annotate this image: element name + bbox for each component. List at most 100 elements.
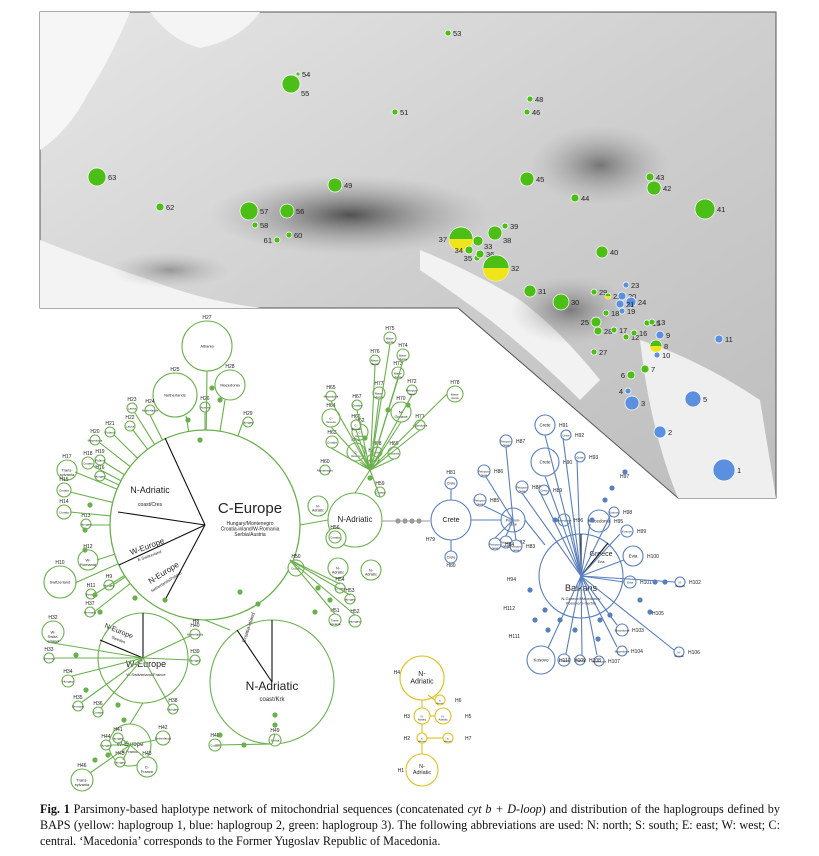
haplotype-id-H74: H74 bbox=[398, 343, 407, 349]
haplotype-node-text-H69: Albania bbox=[389, 452, 399, 456]
site-label-48-line: 48 bbox=[535, 95, 543, 104]
haplotype-id-H85: H85 bbox=[490, 498, 499, 504]
haplotype-id-H44-line: H44 bbox=[101, 734, 110, 740]
haplotype-id-H68-line: H68 bbox=[372, 441, 381, 447]
haplotype-node-text-crete-s1-line: Crete bbox=[447, 482, 456, 486]
haplotype-id-H34: H34 bbox=[63, 669, 72, 675]
network-edge bbox=[355, 429, 371, 471]
network-edge bbox=[580, 515, 611, 577]
haplotype-node-text-H68: Serbia bbox=[373, 451, 382, 455]
network-edge bbox=[94, 575, 125, 595]
site-label-60-line: 60 bbox=[294, 231, 302, 240]
haplotype-id-H8: H8 bbox=[193, 619, 200, 625]
haplotype-node-text-H59-line: Croatia bbox=[375, 491, 385, 495]
haplotype-id-H45: H45 bbox=[115, 751, 124, 757]
haplotype-node-H35 bbox=[72, 700, 84, 712]
haplotype-node-text-nadr-sat-0-line: N- bbox=[316, 505, 321, 509]
sea-west bbox=[40, 12, 130, 150]
network-edge bbox=[74, 563, 119, 584]
haplotype-node-text-H52-line: Hungary bbox=[349, 620, 361, 624]
network-edge bbox=[289, 559, 356, 616]
haplotype-node-text-H66: C-Greece bbox=[351, 424, 361, 431]
haplotype-id-H84: H84 bbox=[505, 542, 514, 548]
haplotype-id-H54-line: H54 bbox=[335, 577, 344, 583]
haplotype-id-H99: H99 bbox=[637, 529, 646, 535]
haplotype-id-H60: H60 bbox=[320, 459, 329, 465]
haplotype-node-text-H27-line: Albania bbox=[200, 344, 214, 349]
network-edge bbox=[369, 458, 395, 471]
site-label-15: 15 bbox=[652, 319, 660, 328]
haplotype-id-H75: H75 bbox=[385, 326, 394, 332]
network-edge bbox=[580, 575, 675, 651]
site-label-4: 4 bbox=[619, 387, 623, 396]
haplotype-id-H64-line: H64 bbox=[326, 403, 335, 409]
median-vector bbox=[602, 497, 608, 503]
network-edge bbox=[299, 519, 329, 526]
haplotype-id-H52-line: H52 bbox=[350, 609, 359, 615]
median-vector bbox=[662, 579, 668, 585]
haplotype-node-text-H77-line: donia bbox=[375, 395, 383, 399]
site-label-28: 28 bbox=[604, 327, 612, 336]
haplotype-id-H40-line: H40 bbox=[190, 623, 199, 629]
haplotype-id-H56-line: H56 bbox=[330, 525, 339, 531]
network-edge bbox=[369, 429, 421, 471]
site-label-61: 61 bbox=[264, 236, 272, 245]
haplotype-id-H106-line: H106 bbox=[688, 650, 700, 656]
haplotype-node-H106 bbox=[673, 646, 685, 658]
haplotype-node-text-H107: Macedonia bbox=[592, 660, 607, 664]
haplotype-id-H71: H71 bbox=[415, 414, 424, 420]
haplotype-id-H66: H66 bbox=[351, 414, 360, 420]
site-marker-34 bbox=[464, 245, 474, 255]
haplotype-node-H43 bbox=[136, 756, 158, 778]
site-marker-6 bbox=[626, 370, 636, 380]
haplotype-id-H26: H26 bbox=[200, 396, 209, 402]
haplotype-node-text-H93: Crete bbox=[576, 456, 584, 460]
network-edge bbox=[547, 575, 582, 649]
haplotype-id-H24-line: H24 bbox=[145, 399, 154, 405]
haplotype-node-text-H109: Kosovo bbox=[559, 659, 569, 663]
haplotype-node-text-H74-line: Mace- bbox=[399, 354, 407, 358]
haplotype-node-text-H86-line: Pelopon- bbox=[478, 470, 490, 474]
haplotype-node-H98 bbox=[608, 506, 620, 518]
haplotype-node-text-H102-line: N- bbox=[678, 581, 681, 585]
haplotype-id-H69: H69 bbox=[389, 441, 398, 447]
haplotype-node-text-H107-line: Macedonia bbox=[592, 660, 607, 664]
haplotype-node-text-H102-line: Greece bbox=[675, 584, 685, 588]
haplotype-node-text-H63: Croatia bbox=[327, 441, 337, 445]
median-vector bbox=[607, 612, 613, 618]
median-vector bbox=[532, 617, 538, 623]
site-marker-48 bbox=[526, 95, 534, 103]
site-label-51: 51 bbox=[400, 108, 408, 117]
haplotype-node-text-H43: C-France bbox=[141, 765, 154, 774]
haplotype-node-text-y-h5-line: Adriatic bbox=[438, 718, 448, 722]
site-marker-25 bbox=[590, 316, 602, 328]
haplotype-id-H83: H83 bbox=[526, 544, 535, 550]
site-label-18: 18 bbox=[611, 309, 619, 318]
network-edge bbox=[122, 744, 131, 761]
caption-text-2: ) and distribution of the haplogroups de… bbox=[40, 802, 780, 848]
network-edge bbox=[52, 642, 144, 659]
haplotype-id-H15: H15 bbox=[59, 477, 68, 483]
haplotype-id-H78-line: H78 bbox=[450, 380, 459, 386]
haplotype-node-H34 bbox=[61, 674, 75, 688]
haplotype-node-text-H104: Macedonia bbox=[615, 650, 630, 654]
haplotype-id-H12-line: H12 bbox=[83, 544, 92, 550]
haplotype-node-text-H108: Albania bbox=[575, 659, 585, 663]
site-marker-20 bbox=[617, 291, 627, 301]
haplotype-id-H86-line: H86 bbox=[494, 469, 503, 475]
haplotype-id-H49-line: H49 bbox=[270, 728, 279, 734]
median-vector bbox=[209, 385, 215, 391]
haplotype-node-text-H25: Netherlands bbox=[164, 393, 186, 398]
median-vector bbox=[241, 742, 247, 748]
haplotype-id-H107: H107 bbox=[608, 659, 620, 665]
haplotype-node-H108 bbox=[574, 654, 586, 666]
haplotype-id-H102-line: H102 bbox=[689, 580, 701, 586]
median-vector bbox=[595, 636, 601, 642]
site-marker-21 bbox=[615, 299, 625, 309]
haplotype-id-H42: H42 bbox=[158, 725, 167, 731]
haplotype-node-text-H85: Pelopon-nese bbox=[474, 499, 486, 506]
haplotype-id-H52: H52 bbox=[350, 609, 359, 615]
n-adriatic-krk-sub: coast/Krk bbox=[259, 697, 285, 703]
network-edge bbox=[289, 559, 336, 615]
